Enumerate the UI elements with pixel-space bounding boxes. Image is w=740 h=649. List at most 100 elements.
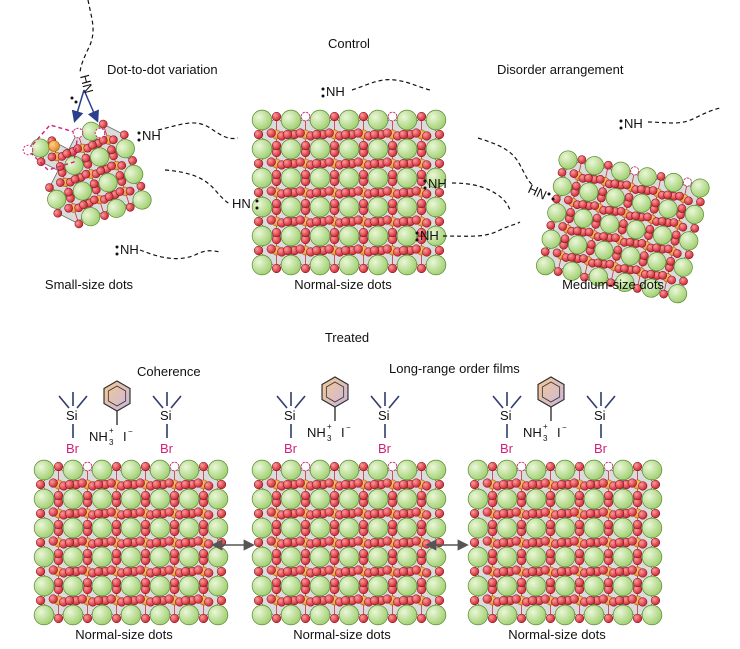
halide-sphere: [70, 174, 80, 184]
cation-sphere: [367, 254, 389, 276]
halide-sphere: [434, 508, 445, 519]
cation-sphere: [425, 138, 447, 160]
halide-sphere: [53, 490, 64, 501]
cation-sphere: [91, 488, 113, 510]
halide-sphere: [340, 129, 351, 140]
cation-sphere: [583, 604, 605, 626]
halide-sphere: [545, 519, 556, 530]
cation-sphere: [338, 225, 360, 247]
halide-sphere: [637, 239, 647, 248]
halide-sphere: [106, 565, 116, 575]
ligand-chain: [157, 122, 239, 140]
halide-sphere: [128, 156, 137, 165]
halide-sphere: [557, 168, 567, 177]
halide-sphere: [324, 594, 334, 604]
dot-variation-label: Dot-to-dot variation: [107, 62, 218, 77]
halide-sphere: [119, 130, 129, 140]
halide-sphere: [598, 187, 607, 196]
halide-sphere: [53, 613, 64, 624]
halide-sphere: [569, 478, 579, 488]
halide-sphere: [657, 217, 667, 226]
cation-sphere: [525, 604, 547, 626]
benzene-ring-icon: [321, 376, 349, 408]
cation-sphere: [525, 546, 547, 568]
cation-sphere: [251, 546, 273, 568]
halide-sphere: [353, 157, 363, 167]
halide-sphere: [204, 510, 214, 520]
halide-sphere: [282, 595, 293, 606]
halide-sphere: [469, 508, 480, 519]
halide-sphere: [434, 479, 445, 490]
halide-sphere: [511, 536, 521, 546]
halide-sphere: [358, 490, 369, 501]
halide-sphere: [271, 490, 282, 501]
halide-sphere: [411, 157, 421, 167]
halide-sphere: [574, 461, 585, 472]
halide-sphere: [616, 207, 626, 216]
halide-sphere: [266, 128, 276, 138]
cation-sphere: [280, 575, 302, 597]
halide-sphere: [204, 539, 214, 549]
ammonium-label: NH: [307, 425, 326, 440]
halide-sphere: [135, 594, 145, 604]
cation-sphere: [647, 252, 667, 272]
cation-sphere: [251, 575, 273, 597]
halide-sphere: [253, 479, 264, 490]
halide-sphere: [636, 185, 646, 194]
halide-sphere: [422, 481, 432, 491]
vacancy: [387, 461, 398, 472]
cation-sphere: [280, 488, 302, 510]
halide-sphere: [106, 536, 116, 546]
halide-sphere: [311, 508, 322, 519]
halide-sphere: [527, 537, 538, 548]
halide-sphere: [585, 508, 596, 519]
halide-sphere: [329, 577, 340, 588]
cation-sphere: [309, 517, 331, 539]
halide-sphere: [77, 507, 87, 517]
cation-sphere: [467, 546, 489, 568]
vacancy: [387, 111, 398, 122]
halide-sphere: [64, 508, 75, 519]
cation-sphere: [280, 225, 302, 247]
halide-sphere: [329, 227, 340, 238]
halide-sphere: [552, 248, 562, 258]
halide-sphere: [638, 597, 648, 607]
halide-sphere: [516, 577, 527, 588]
halide-sphere: [369, 537, 380, 548]
halide-sphere: [300, 227, 311, 238]
cation-sphere: [594, 240, 614, 260]
halide-sphere: [387, 227, 398, 238]
ammonium-subscript: 3: [109, 438, 114, 447]
halide-sphere: [35, 537, 46, 548]
cation-sphere: [467, 575, 489, 597]
atoms: [469, 461, 661, 624]
halide-sphere: [416, 111, 427, 122]
halide-sphere: [90, 195, 99, 205]
halide-sphere: [584, 173, 593, 183]
halide-sphere: [216, 566, 227, 577]
halide-sphere: [358, 227, 369, 238]
halide-sphere: [300, 548, 311, 559]
halide-sphere: [353, 478, 363, 488]
halide-sphere: [656, 172, 666, 181]
halide-sphere: [324, 565, 334, 575]
halide-sphere: [627, 565, 637, 575]
halide-sphere: [632, 490, 643, 501]
halide-sphere: [93, 508, 104, 519]
halide-sphere: [111, 577, 122, 588]
cation-sphere: [338, 254, 360, 276]
halide-sphere: [545, 613, 556, 624]
halide-sphere: [482, 507, 492, 517]
halide-sphere: [53, 208, 63, 218]
halide-sphere: [569, 169, 579, 178]
long-range-label: Long-range order films: [389, 361, 520, 376]
halide-sphere: [498, 479, 509, 490]
cation-sphere: [338, 517, 360, 539]
halide-sphere: [140, 613, 151, 624]
halide-sphere: [625, 237, 635, 247]
halide-sphere: [398, 187, 409, 198]
halide-sphere: [382, 507, 392, 517]
halide-sphere: [560, 234, 570, 244]
